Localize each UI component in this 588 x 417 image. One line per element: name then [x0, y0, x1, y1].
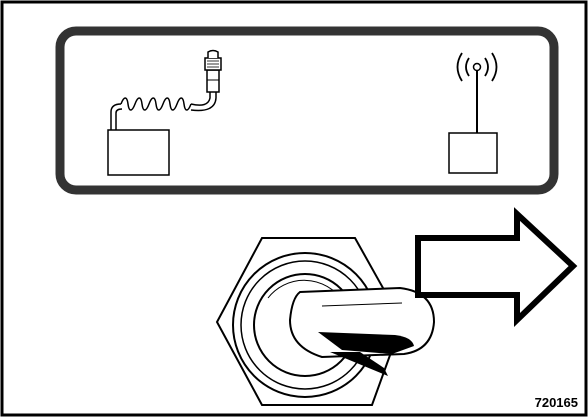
wired-remote-box — [107, 129, 170, 176]
coiled-cable — [120, 97, 192, 111]
connector-tip — [207, 49, 219, 58]
signal-wave-right-1 — [484, 57, 489, 77]
wired-remote-icon — [107, 49, 222, 176]
cable-lead — [110, 103, 122, 130]
signal-wave-right-2 — [491, 52, 498, 82]
figure-reference-number: 720165 — [534, 395, 578, 410]
selection-panel — [55, 26, 559, 195]
antenna-tip — [472, 62, 482, 72]
cable-lead-inner — [115, 108, 123, 130]
toggle-switch-icon — [215, 237, 436, 406]
cable-end — [190, 92, 211, 106]
arrow-right-icon — [415, 207, 578, 328]
cable-end-inner — [190, 92, 217, 112]
direction-arrow — [415, 207, 578, 328]
switch-lever-highlight — [321, 302, 403, 307]
signal-wave-left-2 — [456, 52, 463, 82]
wireless-antenna-icon — [448, 52, 498, 174]
signal-wave-left-1 — [465, 57, 470, 77]
connector-sleeve — [206, 69, 220, 93]
switch-lever-shadow-tail — [330, 352, 388, 376]
switch-lever-shadow — [318, 332, 414, 354]
panel-border — [55, 26, 559, 195]
wireless-box — [448, 132, 498, 174]
